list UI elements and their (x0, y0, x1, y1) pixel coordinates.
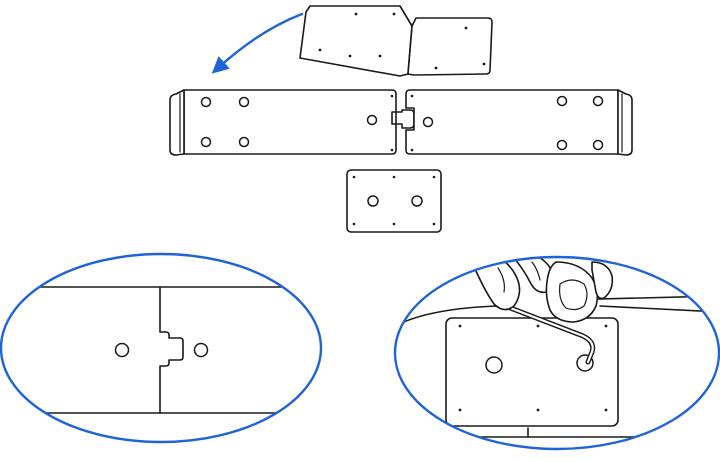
left-long-plate (169, 89, 397, 156)
folded-bracket-part (299, 5, 493, 77)
puzzle-joint (395, 109, 415, 129)
zoom-circle-left (0, 252, 323, 444)
hand-illustration (471, 257, 614, 323)
hex-key-detail-zoom (393, 255, 720, 451)
joint-detail-zoom (0, 252, 323, 444)
small-mounting-plate (346, 169, 442, 233)
right-long-plate (405, 89, 633, 156)
zoom-circle-right (393, 255, 720, 451)
zoom-mounting-plate (445, 317, 619, 427)
curved-arrow-icon (211, 12, 304, 74)
